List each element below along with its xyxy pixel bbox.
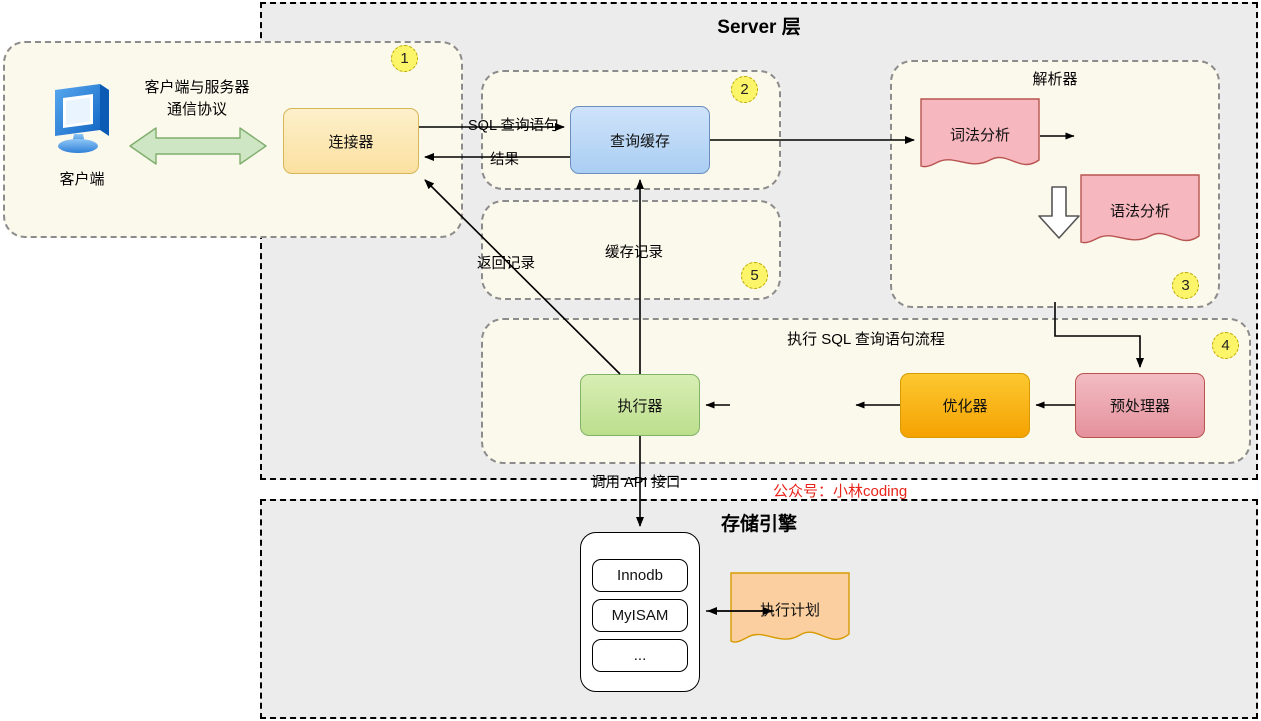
badge-3: 3 <box>1172 272 1199 299</box>
api-call-label: 调用 API 接口 <box>591 475 681 491</box>
syntax-analysis-node[interactable]: 语法分析 <box>1080 174 1200 250</box>
badge-1: 1 <box>391 45 418 72</box>
optimizer-node[interactable]: 优化器 <box>900 373 1030 438</box>
syntax-analysis-label: 语法分析 <box>1109 202 1170 220</box>
lexical-analysis-node[interactable]: 词法分析 <box>920 98 1040 174</box>
badge-4: 4 <box>1212 332 1239 359</box>
execution-plan-node[interactable]: 执行计划 <box>730 572 850 650</box>
executor-node[interactable]: 执行器 <box>580 374 700 436</box>
hollow-down-arrow-icon <box>1037 186 1081 240</box>
server-layer-title: Server 层 <box>717 17 801 38</box>
engine-item-myisam[interactable]: MyISAM <box>592 599 688 632</box>
protocol-label-line1: 客户端与服务器 <box>144 79 250 96</box>
result-label: 结果 <box>490 152 519 168</box>
badge-2: 2 <box>731 76 758 103</box>
sql-query-label: SQL 查询语句 <box>468 118 559 134</box>
query-cache-node[interactable]: 查询缓存 <box>570 106 710 174</box>
lexical-analysis-label: 词法分析 <box>949 126 1010 144</box>
parser-group-title: 解析器 <box>1032 71 1078 88</box>
engine-item-innodb[interactable]: Innodb <box>592 559 688 592</box>
preprocessor-node[interactable]: 预处理器 <box>1075 373 1205 438</box>
monitor-icon <box>47 78 117 158</box>
execution-plan-label: 执行计划 <box>759 601 820 619</box>
protocol-double-arrow-icon <box>128 124 268 168</box>
return-record-label: 返回记录 <box>477 256 535 272</box>
connector-node[interactable]: 连接器 <box>283 108 419 174</box>
badge-5: 5 <box>741 262 768 289</box>
client-label: 客户端 <box>59 171 105 188</box>
storage-layer-container: 存储引擎 <box>260 499 1258 719</box>
cache-record-label: 缓存记录 <box>605 245 663 261</box>
watermark-text: 公众号：小林coding <box>773 483 908 500</box>
protocol-label-line2: 通信协议 <box>166 101 227 118</box>
engine-item-more[interactable]: ... <box>592 639 688 672</box>
storage-layer-title: 存储引擎 <box>720 514 797 535</box>
execute-group-title: 执行 SQL 查询语句流程 <box>787 331 945 348</box>
